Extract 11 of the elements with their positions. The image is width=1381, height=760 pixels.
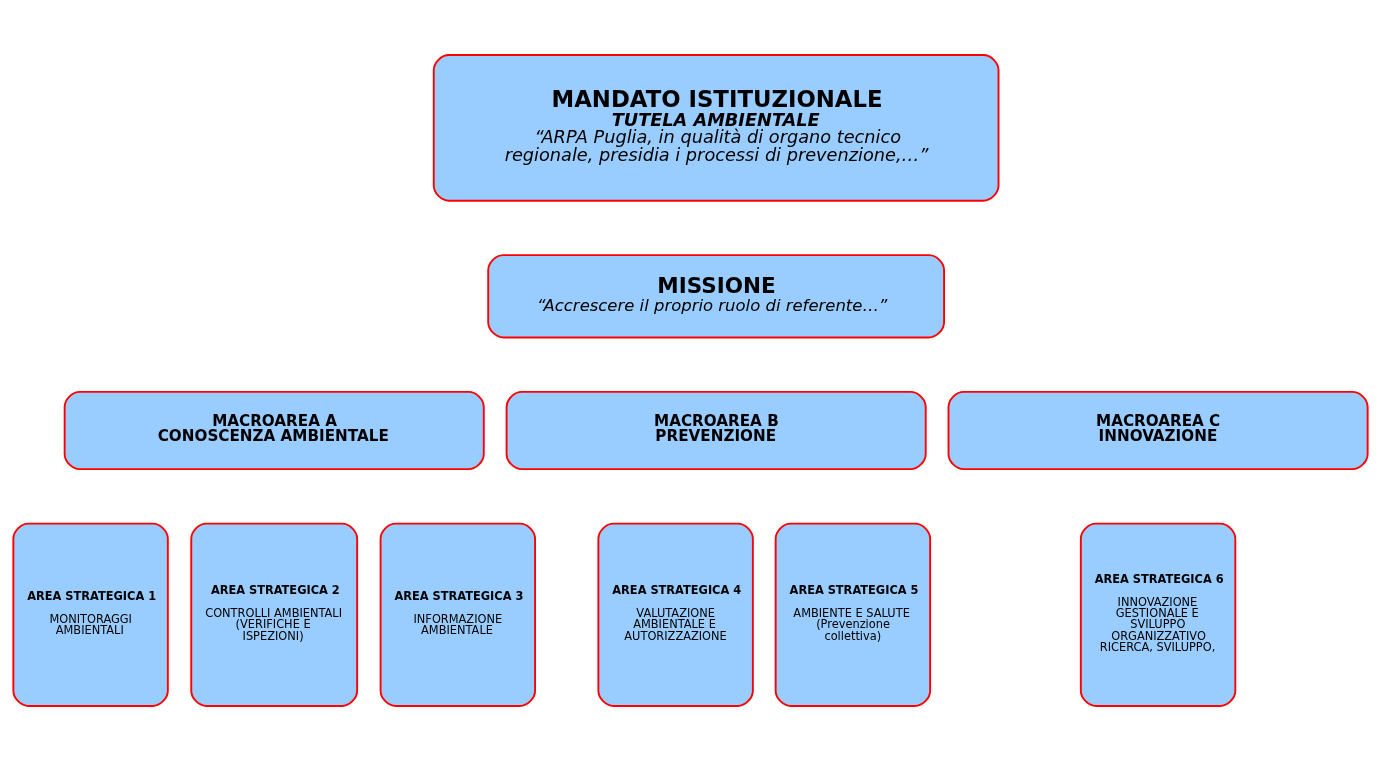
node-box: AREA STRATEGICA 6 INNOVAZIONE GESTIONALE E SVILUPPO ORGANIZZATIVO RICERCA, SVILUPPO, xyxy=(1079,522,1237,707)
node-box: MACROAREA C INNOVAZIONE xyxy=(947,390,1369,470)
node-box: AREA STRATEGICA 4 VALUTAZIONE AMBIENTALE E AUTORIZZAZIONE xyxy=(597,522,754,707)
node-box: AREA STRATEGICA 5 AMBIENTE E SALUTE (Prevenzione collettiva) xyxy=(774,522,932,707)
node-box: MACROAREA B PREVENZIONE xyxy=(505,390,927,470)
node-box: AREA STRATEGICA 1 MONITORAGGI AMBIENTALI xyxy=(12,522,169,707)
node-box: AREA STRATEGICA 2 CONTROLLI AMBIENTALI (VERIFICHE E ISPEZIONI) xyxy=(190,522,359,707)
node-box: MANDATO ISTITUZIONALE TUTELA AMBIENTALE “ARPA Puglia, in qualità di organo tecnico regionale, presidia i processi di prevenzione,…” xyxy=(432,53,1000,202)
node-box: MACROAREA A CONOSCENZA AMBIENTALE xyxy=(63,390,485,470)
node-box: MISSIONE “Accrescere il proprio ruolo di referente…” xyxy=(487,253,946,338)
node-box: AREA STRATEGICA 3 INFORMAZIONE AMBIENTALE xyxy=(379,522,536,707)
